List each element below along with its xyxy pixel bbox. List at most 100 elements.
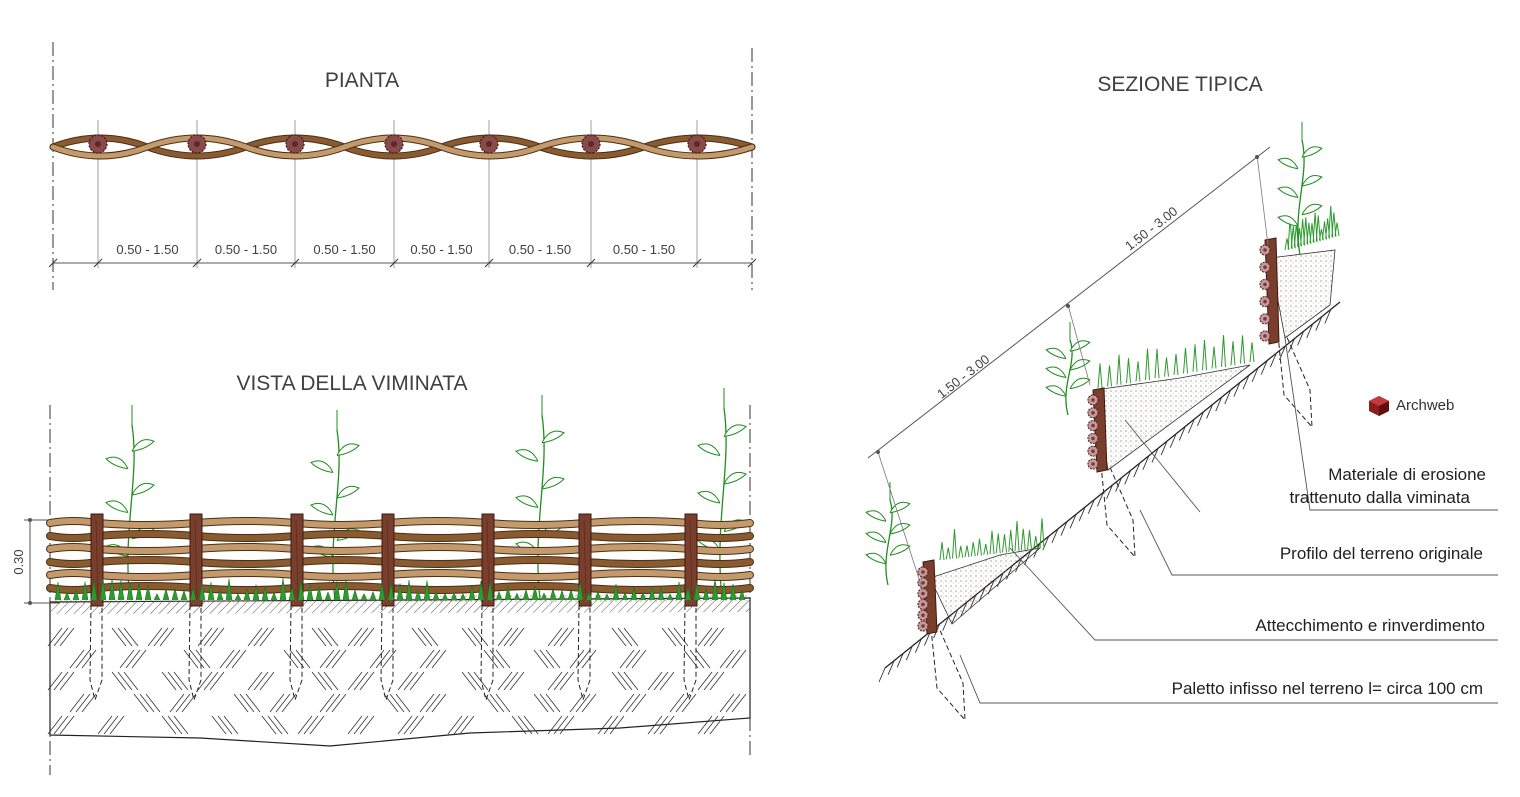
soil-stroke [223,715,239,735]
soil-stroke [461,627,477,647]
view-plant-1 [105,405,155,601]
section-extension-line-lower [877,451,923,589]
view-plant-1-leaf-4 [131,482,155,496]
soil-stroke [117,627,133,647]
soil-stroke [53,627,69,647]
soil-stroke [431,649,447,669]
section-grass-blade [1097,363,1103,389]
view-grass-blade [585,591,593,601]
view-grass-blade [144,585,152,601]
soil-stroke [547,671,563,691]
soil-stroke [111,627,127,647]
soil-stroke [295,649,311,669]
section-plant-2-leaf-6 [1069,340,1091,352]
plan-dim-tick-4 [290,258,300,268]
section-title: SEZIONE TIPICA [1097,73,1262,96]
soil-stroke [111,671,127,691]
view-height-top-dot [28,518,32,522]
plan-title: PIANTA [325,69,399,92]
slope-hatch-tick [1306,323,1314,339]
soil-stroke [653,671,669,691]
slope-hatch-tick [1260,360,1268,375]
plan-dim-tick-5 [389,258,399,268]
view-grass-blade [387,582,395,601]
soil-stroke [297,715,313,735]
soil-stroke [359,671,375,691]
view-stake-grain-2 [194,519,198,601]
slope-hatch-tick [1133,462,1141,478]
slope-hatch-tick [1269,353,1277,368]
section-plant-1-leaf-4 [889,523,911,535]
soil-stroke [311,627,327,647]
view-plant-3-leaf-3 [515,495,539,508]
note-rooting: Attecchimento e rinverdimento [1255,616,1485,635]
soil-stroke [681,693,697,713]
slope-hatch-tick [1197,411,1204,426]
plan-spacing-label-6: 0.50 - 1.50 [613,242,675,257]
soil-stroke [495,649,511,669]
section-grass-blade [1331,212,1337,237]
soil-stroke [347,715,363,735]
soil-stroke [497,627,513,647]
view-underground-stake-2 [188,604,202,702]
view-grass-blade [162,587,170,601]
section-grass-blade [1211,346,1217,369]
section-grass-blade [1303,217,1309,245]
view-title: VISTA DELLA VIMINATA [236,372,467,395]
view-grass-blade [549,588,557,601]
soil-stroke [597,715,613,735]
view-grass-blade [639,591,647,601]
view-grass-blade [369,590,377,601]
view-grass-blade [315,586,323,601]
view-stake-grain-1 [95,519,99,601]
soil-stroke [325,649,341,669]
soil-stroke [667,627,683,647]
soil-stroke [517,715,533,735]
soil-stroke [325,693,341,713]
section-wicker-bundle-core [921,581,925,585]
view-grass-blade [684,586,692,601]
section-grass-blade [1107,365,1112,387]
section-grass-blade [952,529,957,559]
section-grass-blade [1183,347,1188,374]
soil-stroke [303,715,319,735]
view-grass-blade [90,580,98,601]
view-grass-blade [288,586,296,601]
plan-dim-tick-2 [93,258,103,268]
view-grass-blade [450,592,458,601]
section-plant-1-leaf-1 [865,552,887,565]
section-plants [865,121,1323,586]
soil-stroke [81,649,97,669]
soil-stroke [467,627,483,647]
plan-stakes [88,134,707,154]
soil-stroke [709,715,725,735]
soil-stroke [725,693,741,713]
section-plant-1-leaf-6 [889,501,911,514]
soil-stroke [669,693,685,713]
section-soil-wedge-middle [1094,364,1251,471]
plan-wicker-strand-a [50,135,755,159]
view-grass-blade [54,582,62,601]
soil-stroke [611,671,627,691]
soil-stroke [119,649,135,669]
section-plant-3 [1277,121,1323,256]
view-grass-blade [468,585,476,601]
soil-stroke [425,693,441,713]
slope-hatch-tick [887,660,895,675]
soil-stroke [617,671,633,691]
plan-stake-core-3 [292,141,298,147]
view-grass-blade [135,583,143,601]
view-grass-blade [729,583,737,601]
soil-stroke [425,649,441,669]
view-plant-1-leaf-3 [105,500,129,513]
section-grass-blade [1328,205,1334,238]
soil-stroke [231,649,247,669]
slope-hatch-tick [1151,448,1159,463]
view-grass-blade [504,586,512,601]
view-plant-4-leaf-6 [723,424,747,437]
plan-stake-core-5 [486,141,492,147]
soil-stroke [103,715,119,735]
soil-stroke [623,671,639,691]
soil-stroke [503,671,519,691]
